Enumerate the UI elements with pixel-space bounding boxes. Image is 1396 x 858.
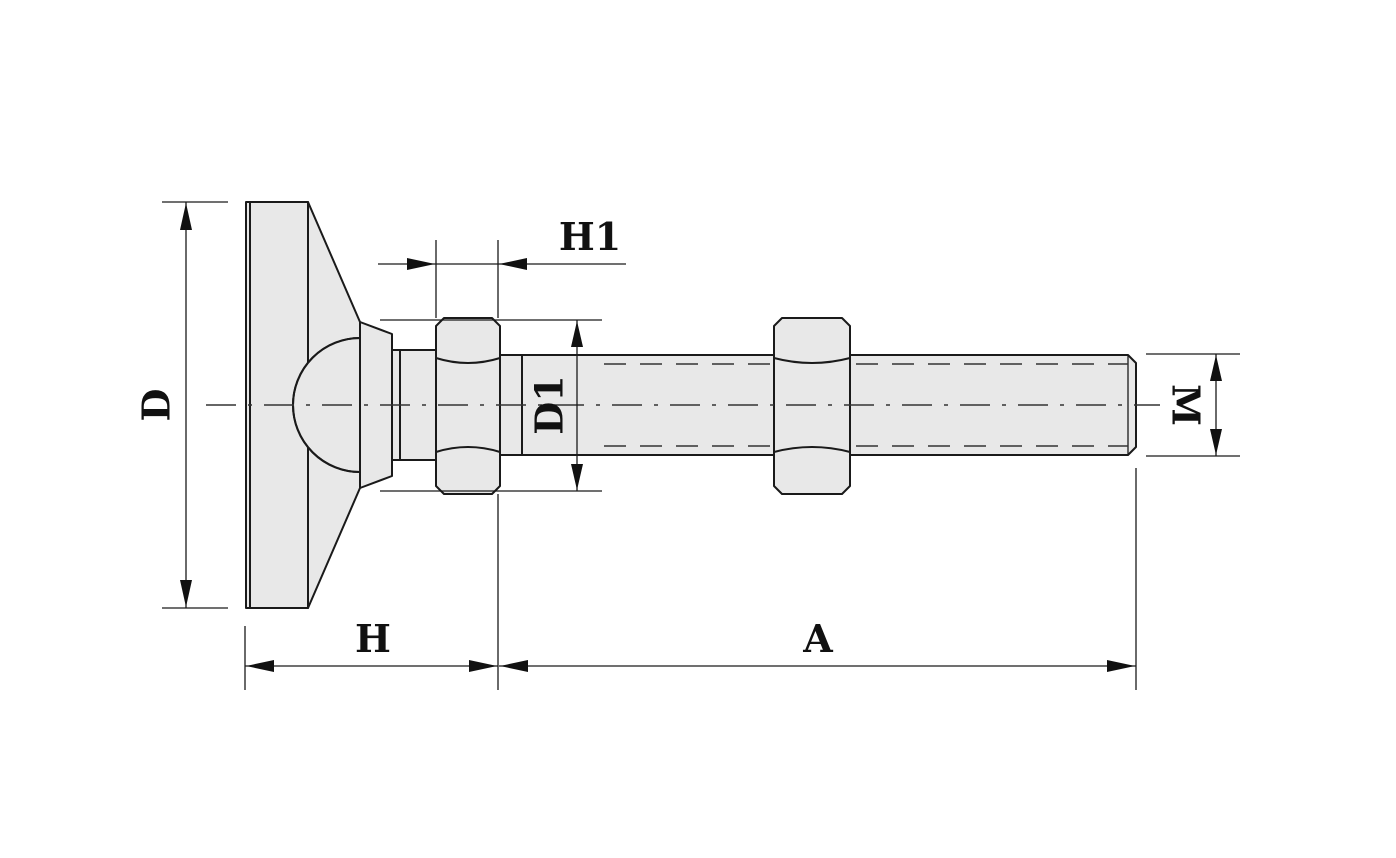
dim-a-arrow-left	[500, 660, 528, 672]
label-d: D	[134, 389, 179, 422]
dim-a	[499, 468, 1137, 690]
dim-h-arrow-left	[246, 660, 274, 672]
dim-d-arrow-top	[180, 203, 192, 230]
hex-nut-inner	[435, 317, 501, 495]
dim-h	[244, 494, 499, 690]
dim-m-arrow-top	[1210, 355, 1222, 381]
dim-d1-arrow-top	[571, 321, 583, 347]
dim-h1-arrow-left	[407, 258, 435, 270]
dim-m	[1146, 353, 1240, 457]
dim-h-arrow-right	[469, 660, 497, 672]
hex-nut-lock	[773, 317, 851, 495]
dim-m-arrow-bottom	[1210, 429, 1222, 455]
dim-h1-arrow-right	[499, 258, 527, 270]
dim-h1	[378, 240, 626, 318]
dim-d1-arrow-bottom	[571, 464, 583, 490]
label-d1: D1	[527, 375, 572, 434]
dim-d1	[380, 319, 602, 492]
label-a: A	[802, 616, 833, 661]
dim-d	[162, 201, 228, 609]
label-h: H	[355, 616, 391, 661]
dimension-lines	[162, 201, 1240, 690]
dim-a-arrow-right	[1107, 660, 1135, 672]
label-m: M	[1164, 384, 1209, 426]
dimension-labels: D D1 H1 H A M	[134, 214, 1209, 661]
leveling-foot-part	[206, 201, 1160, 609]
dim-d-arrow-bottom	[180, 580, 192, 607]
label-h1: H1	[559, 214, 621, 259]
